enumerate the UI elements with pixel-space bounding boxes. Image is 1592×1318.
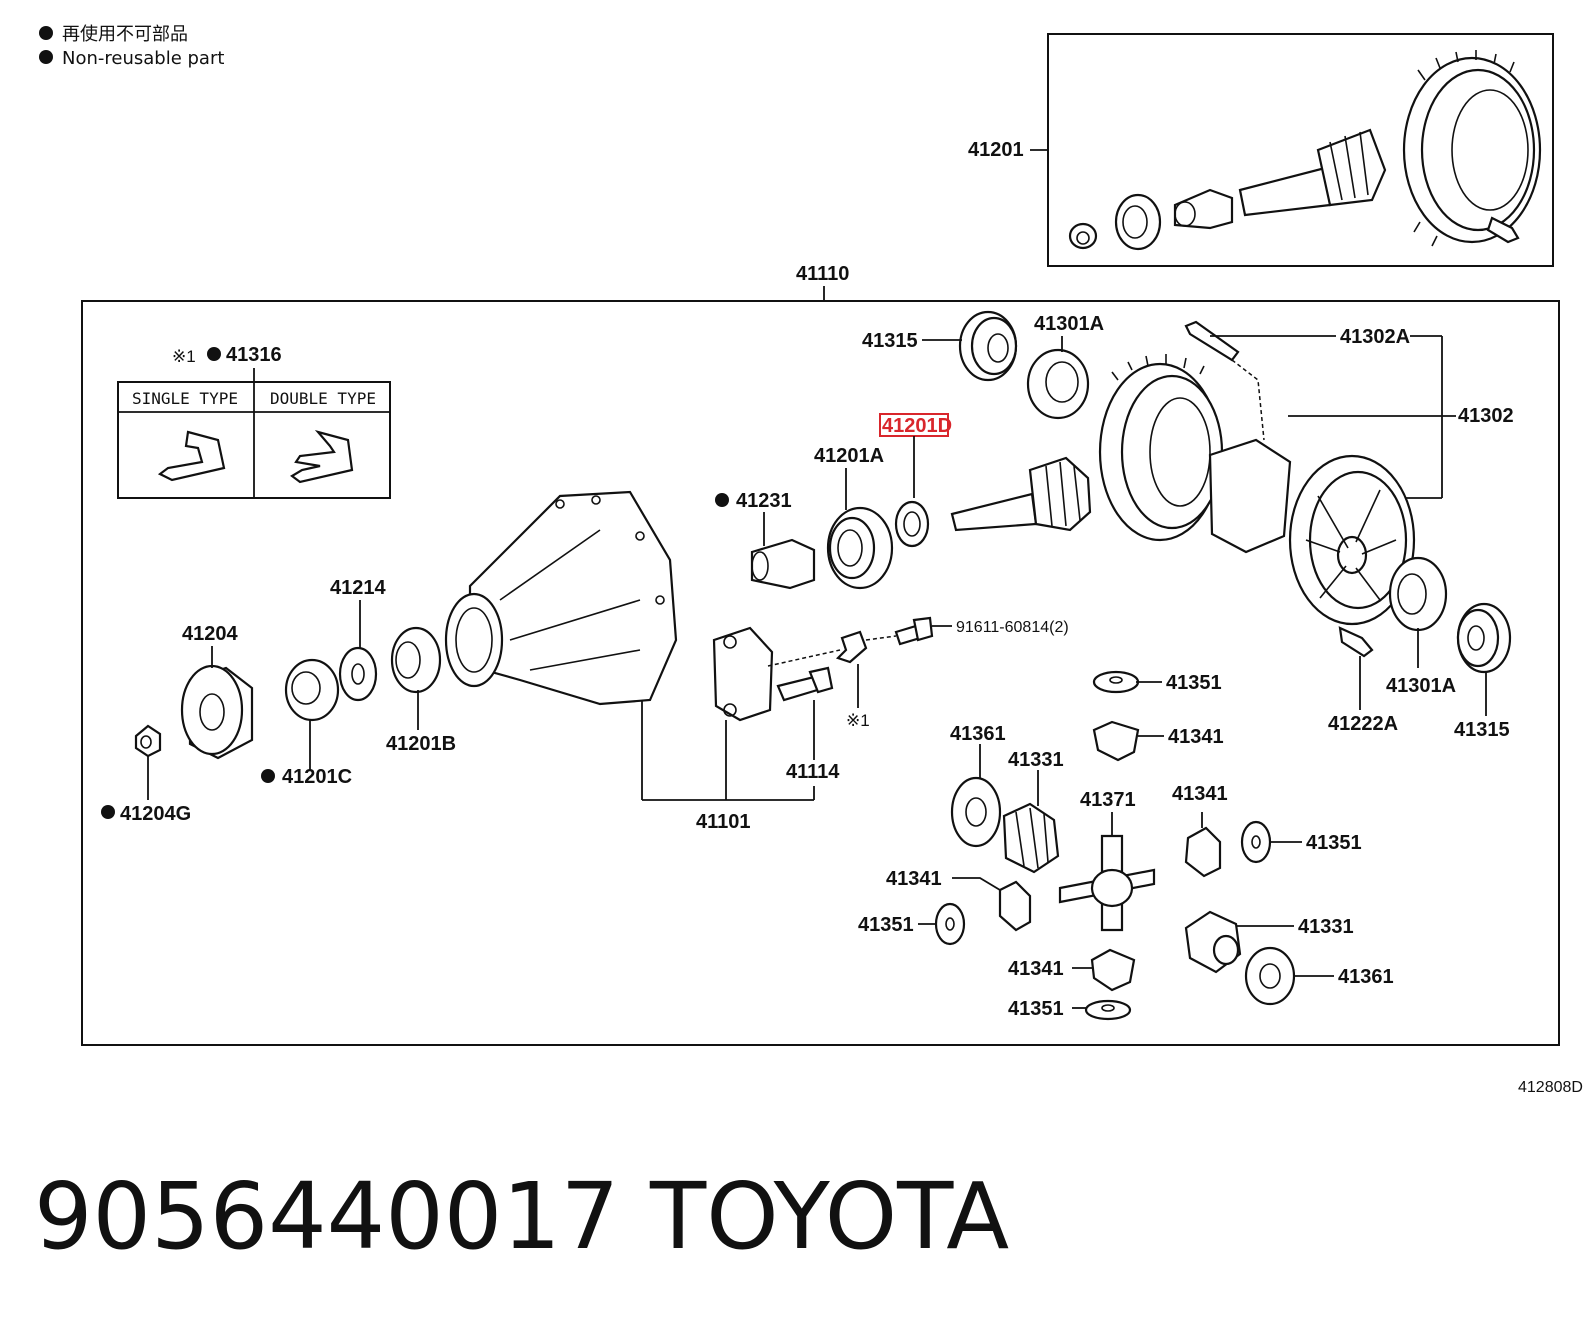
label-41361-a[interactable]: 41361: [950, 723, 1006, 745]
bearing-41201A-icon: [826, 506, 894, 590]
bolt-91611-icon: [894, 616, 934, 646]
ring-gear-main-icon: [1098, 354, 1224, 542]
label-41114[interactable]: 41114: [786, 761, 840, 783]
pinion-41341-b-icon: [1184, 826, 1222, 878]
legend-text-jp: 再使用不可部品: [62, 24, 188, 45]
label-41201B[interactable]: 41201B: [386, 733, 456, 755]
label-41110[interactable]: 41110: [796, 263, 849, 285]
label-41201[interactable]: 41201: [968, 139, 1024, 161]
label-41222A[interactable]: 41222A: [1328, 713, 1398, 735]
seal-41201C-icon: [284, 658, 340, 722]
race-41301A-upper-icon: [1026, 348, 1090, 420]
single-bracket-icon: [157, 430, 226, 482]
bearing-cap-icon: [712, 626, 774, 722]
label-41361-b[interactable]: 41361: [1338, 966, 1394, 988]
single-type-header: SINGLE TYPE: [132, 389, 238, 408]
washer-41201D-icon: [894, 500, 930, 548]
label-41214[interactable]: 41214: [330, 577, 386, 599]
label-41201D-highlighted[interactable]: 41201D: [879, 413, 952, 437]
bearing-41201B-icon: [390, 626, 442, 694]
note-mark: ※1: [172, 347, 196, 366]
race-41301A-lower-icon: [1388, 556, 1448, 632]
label-41341-b[interactable]: 41341: [1172, 783, 1228, 805]
label-41351-c[interactable]: 41351: [858, 914, 914, 936]
label-41201A[interactable]: 41201A: [814, 445, 884, 467]
washer-41361-a-icon: [950, 776, 1002, 848]
label-41301A-upper[interactable]: 41301A: [1034, 313, 1104, 335]
washer-41214-icon: [338, 646, 378, 702]
pinion-41341-d-icon: [1090, 948, 1136, 992]
pinion-41341-c-icon: [998, 880, 1032, 932]
thrust-washer-41351-c-icon: [934, 902, 966, 946]
ring-gear-icon: [1402, 50, 1542, 247]
non-reusable-bullet-icon: [39, 26, 53, 40]
brand-name: TOYOTA: [649, 1163, 1009, 1270]
carrier-housing-icon: [444, 490, 678, 706]
non-reusable-bullet-icon: [207, 347, 221, 361]
non-reusable-bullet-icon: [715, 493, 729, 507]
label-41331-b[interactable]: 41331: [1298, 916, 1354, 938]
non-reusable-bullet-icon: [101, 805, 115, 819]
bracket-type-table: ※1 41316 SINGLE TYPE DOUBLE TYPE: [117, 344, 391, 499]
spacer-icon: [1173, 188, 1234, 230]
bolt-41114-icon: [776, 666, 834, 702]
label-41101[interactable]: 41101: [696, 811, 751, 833]
legend-text-en: Non-reusable part: [62, 48, 224, 69]
main-assembly-frame: 41110: [81, 263, 1560, 1046]
label-41302[interactable]: 41302: [1458, 405, 1514, 427]
side-gear-41331-b-icon: [1184, 910, 1242, 974]
bolt-icon: [1486, 216, 1520, 244]
thrust-washer-41351-b-icon: [1240, 820, 1272, 864]
label-41331-a[interactable]: 41331: [1008, 749, 1064, 771]
non-reusable-bullet-icon: [39, 50, 53, 64]
label-41371[interactable]: 41371: [1080, 789, 1136, 811]
label-41316[interactable]: 41316: [226, 344, 282, 366]
note-mark-2: ※1: [846, 711, 870, 730]
lock-plate-icon: [835, 630, 868, 664]
label-41204[interactable]: 41204: [182, 623, 238, 645]
legend: 再使用不可部品 Non-reusable part: [39, 24, 224, 69]
part-number: 9056440017: [34, 1163, 619, 1270]
label-41315-lower[interactable]: 41315: [1454, 719, 1510, 741]
bearing-41315-lower-icon: [1456, 602, 1512, 674]
label-41341-a[interactable]: 41341: [1168, 726, 1224, 748]
differential-case-icon: [1208, 438, 1416, 626]
label-41302A[interactable]: 41302A: [1340, 326, 1410, 348]
double-bracket-icon: [290, 430, 354, 484]
pinion-gear-icon: [1238, 128, 1387, 217]
diagram-code: 412808D: [1518, 1079, 1583, 1096]
label-91611[interactable]: 91611-60814(2): [956, 619, 1069, 636]
non-reusable-bullet-icon: [261, 769, 275, 783]
label-41351-d[interactable]: 41351: [1008, 998, 1064, 1020]
label-41341-c[interactable]: 41341: [886, 868, 942, 890]
label-41351-b[interactable]: 41351: [1306, 832, 1362, 854]
label-41201D[interactable]: 41201D: [882, 415, 952, 437]
side-gear-41331-a-icon: [1002, 802, 1060, 874]
label-41301A-lower[interactable]: 41301A: [1386, 675, 1456, 697]
bearing-41315-upper-icon: [958, 310, 1018, 382]
label-41204G[interactable]: 41204G: [120, 803, 191, 825]
label-41315-upper[interactable]: 41315: [862, 330, 918, 352]
thrust-washer-41351-d-icon: [1084, 999, 1132, 1021]
inset-box-41201: 41201: [968, 33, 1554, 267]
nut-41204G-icon: [134, 724, 162, 758]
label-41341-d[interactable]: 41341: [1008, 958, 1064, 980]
nut-icon: [1068, 222, 1098, 250]
spacer-41231-icon: [750, 538, 816, 590]
double-type-header: DOUBLE TYPE: [270, 389, 376, 408]
drive-pinion-icon: [950, 456, 1092, 532]
thrust-washer-41351-a-icon: [1092, 670, 1140, 694]
bolt-41302A-icon: [1184, 320, 1240, 362]
label-41231[interactable]: 41231: [736, 490, 792, 512]
label-41351-a[interactable]: 41351: [1166, 672, 1222, 694]
pinion-shaft-41371-icon: [1058, 834, 1156, 932]
seal-icon: [1114, 193, 1162, 251]
bolt-41222A-icon: [1338, 626, 1374, 658]
pinion-41341-a-icon: [1092, 720, 1140, 762]
companion-flange-icon: [180, 664, 254, 760]
label-41201C[interactable]: 41201C: [282, 766, 352, 788]
washer-41361-b-icon: [1244, 946, 1296, 1006]
